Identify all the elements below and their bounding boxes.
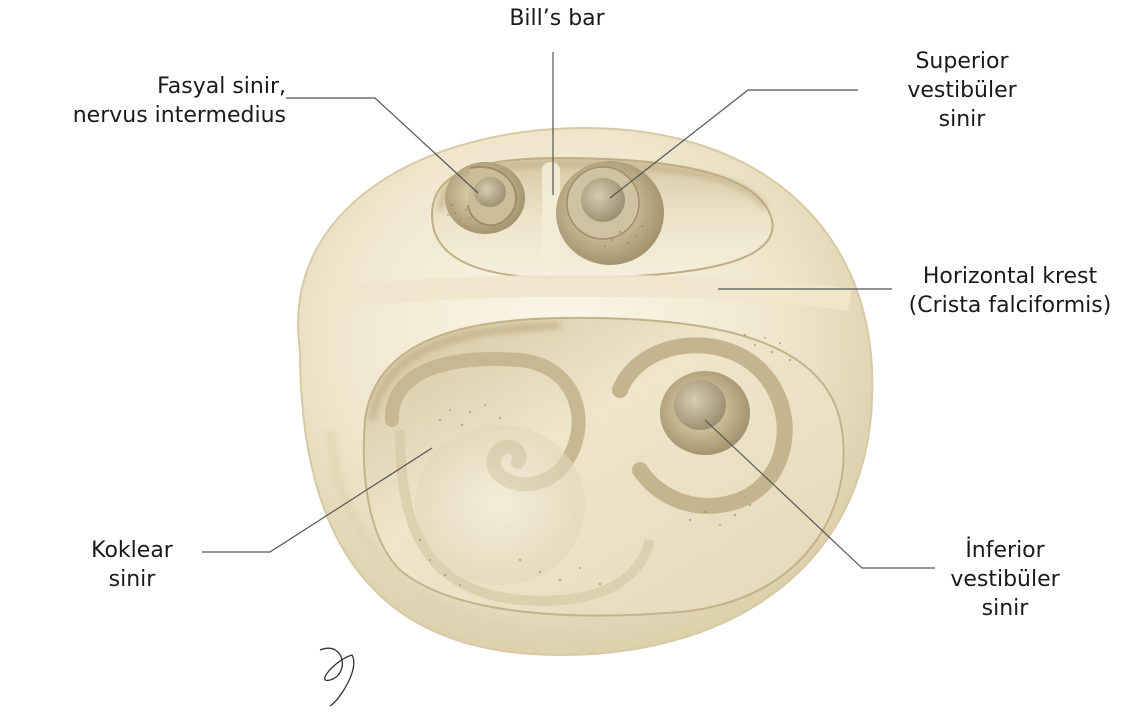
label-superior-line2: vestibüler [892,76,1032,105]
label-inferior-line3: sinir [938,594,1072,623]
label-koklear-sinir: Koklear sinir [62,536,202,594]
label-superior-line3: sinir [892,105,1032,134]
label-koklear-line2: sinir [62,565,202,594]
label-horizontal-krest: Horizontal krest (Crista falciformis) [893,262,1127,320]
label-inferior-vestibuler: İnferior vestibüler sinir [938,536,1072,623]
label-superior-line1: Superior [892,47,1032,76]
label-fasyal-line2: nervus intermedius [20,101,286,130]
label-bills-bar: Bill’s bar [497,4,617,33]
label-horizontal-line1: Horizontal krest [893,262,1127,291]
label-horizontal-line2: (Crista falciformis) [893,291,1127,320]
superior-vestibular-canal [556,161,664,265]
artist-signature [320,648,354,706]
label-superior-vestibuler: Superior vestibüler sinir [892,47,1032,134]
label-bills-bar-text: Bill’s bar [497,4,617,33]
label-fasyal-line1: Fasyal sinir, [20,72,286,101]
label-fasyal-sinir: Fasyal sinir, nervus intermedius [20,72,286,130]
label-koklear-line1: Koklear [62,536,202,565]
label-inferior-line2: vestibüler [938,565,1072,594]
facial-nerve-canal [445,162,525,234]
label-inferior-line1: İnferior [938,536,1072,565]
